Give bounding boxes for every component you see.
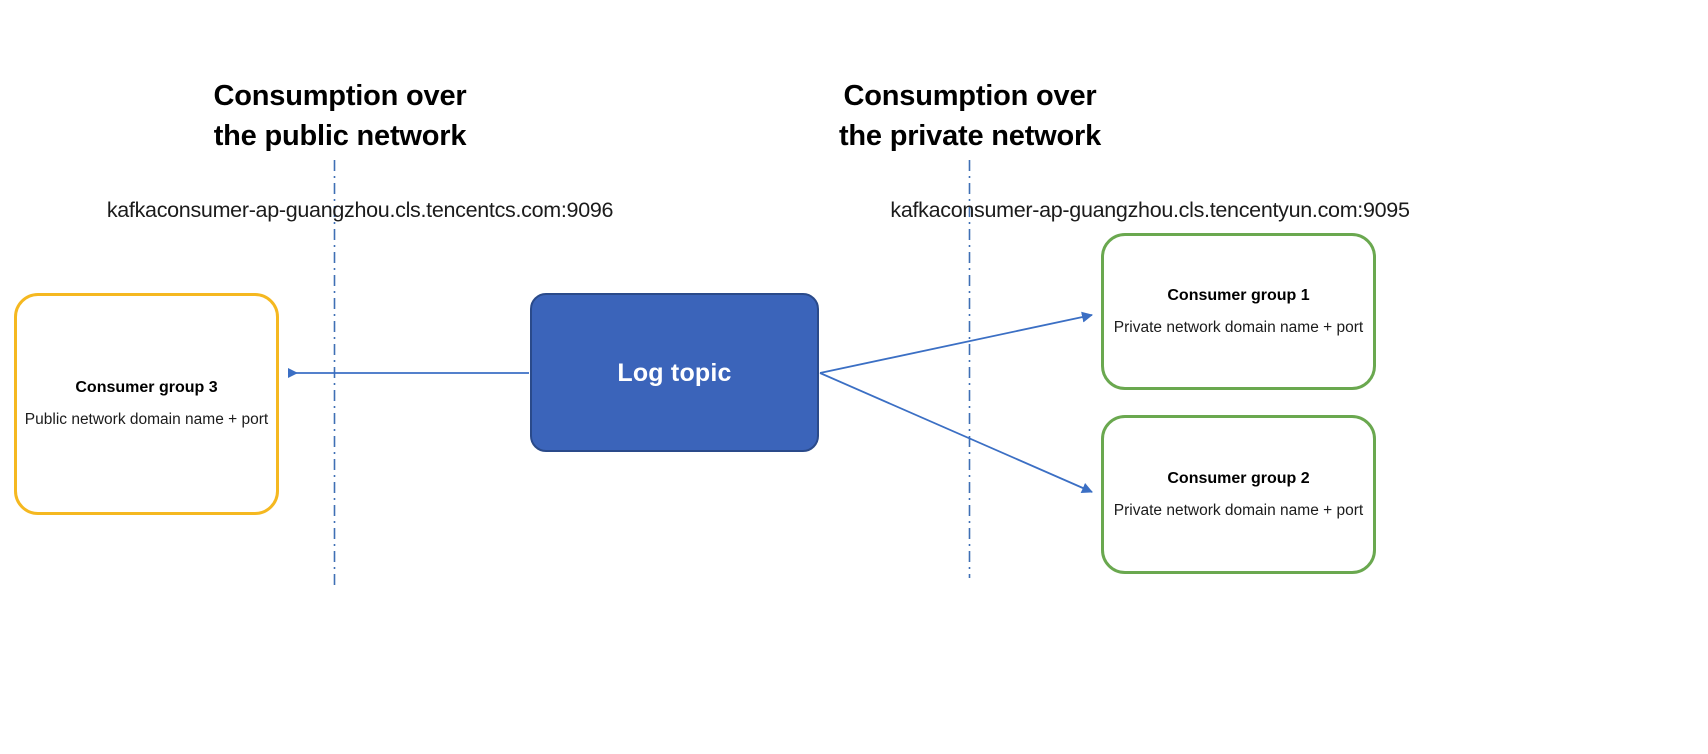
node-consumer-group-1: Consumer group 1 Private network domain … bbox=[1101, 233, 1376, 390]
connector-to-consumer-group-1 bbox=[819, 311, 1093, 374]
consumer-group-3-subtitle: Public network domain name + port bbox=[24, 411, 269, 428]
consumer-group-2-subtitle: Private network domain name + port bbox=[1113, 501, 1364, 519]
consumer-group-2-title: Consumer group 2 bbox=[1167, 469, 1310, 487]
connector-to-consumer-group-2 bbox=[819, 372, 1093, 494]
log-topic-title: Log topic bbox=[617, 358, 732, 387]
consumer-group-1-subtitle: Private network domain name + port bbox=[1113, 318, 1364, 336]
heading-private-network: Consumption over the private network bbox=[838, 80, 1102, 152]
node-log-topic: Log topic bbox=[530, 293, 819, 452]
endpoint-private-domain: kafkaconsumer-ap-guangzhou.cls.tencentyu… bbox=[890, 198, 1410, 222]
node-consumer-group-3: Consumer group 3 Public network domain n… bbox=[14, 293, 279, 515]
consumer-group-1-title: Consumer group 1 bbox=[1167, 286, 1310, 304]
consumer-group-3-title: Consumer group 3 bbox=[75, 379, 218, 396]
heading-public-network: Consumption over the public network bbox=[213, 80, 467, 152]
endpoint-public-domain: kafkaconsumer-ap-guangzhou.cls.tencentcs… bbox=[106, 198, 614, 222]
node-consumer-group-2: Consumer group 2 Private network domain … bbox=[1101, 415, 1376, 574]
